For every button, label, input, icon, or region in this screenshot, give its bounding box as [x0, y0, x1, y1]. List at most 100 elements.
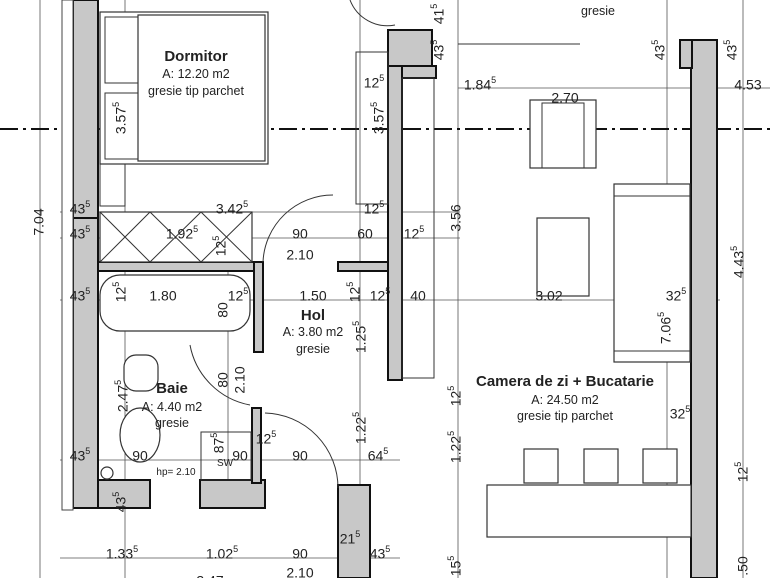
dimension-label: 7.065: [656, 312, 673, 344]
dimension-label: 2.70: [551, 90, 578, 106]
dimension-label: 2.475: [113, 380, 130, 412]
dimension-label: 1.255: [351, 321, 368, 353]
dimension-label: 875: [209, 433, 226, 454]
dimension-label: 7.04: [31, 208, 47, 235]
dimension-label: 90: [292, 448, 308, 464]
dimension-label: 125: [228, 286, 249, 303]
dimension-label: 4.53: [734, 77, 761, 93]
dimension-label: 60: [357, 226, 373, 242]
door-bedroom: [262, 194, 334, 263]
closet: [99, 211, 253, 263]
dimension-label: 435: [650, 40, 667, 61]
bed: [99, 11, 269, 165]
room-area-living: A: 24.50 m2: [531, 393, 598, 407]
hallway-cabinet: [401, 77, 435, 379]
dimension-label: 80: [215, 372, 231, 388]
dimension-label: .50: [735, 556, 751, 576]
dimension-label: 4.435: [729, 246, 746, 278]
dimension-label: 1.80: [149, 288, 176, 304]
wardrobe: [99, 163, 126, 207]
dimension-label: 125: [111, 282, 128, 303]
dimension-label: 3.02: [535, 288, 562, 304]
walls: [61, 0, 718, 578]
dimension-labels: 415 435 435 435 1.845 4.53 2.70 125 3.575 3.575 12…: [31, 4, 762, 578]
room-floor-hol: gresie: [296, 342, 330, 356]
dimension-label: 325: [670, 404, 691, 421]
dimension-label: 1.225: [446, 431, 463, 463]
dimension-label: 155: [446, 556, 463, 577]
door-bathroom: [189, 344, 251, 406]
dimension-label: 435: [111, 492, 128, 513]
height-note: hp= 2.10: [156, 467, 196, 478]
dimension-label: 90: [132, 448, 148, 464]
dimension-label: 435: [70, 286, 91, 303]
dimension-label: 3.575: [369, 102, 386, 134]
dimension-label: 125: [733, 462, 750, 483]
dimension-label: 435: [370, 544, 391, 561]
bathtub: [99, 274, 251, 332]
dimension-label: 125: [446, 386, 463, 407]
dimension-label: 125: [211, 236, 228, 257]
sink: [119, 407, 161, 463]
room-area-hol: A: 3.80 m2: [283, 325, 343, 339]
kitchen-counter: [486, 484, 692, 538]
door-entrance: [264, 412, 339, 489]
dimension-label: 3.47: [196, 573, 223, 578]
dimension-label: 415: [429, 4, 446, 25]
dimension-label: 325: [666, 286, 687, 303]
dimension-label: 125: [370, 286, 391, 303]
room-name-living: Camera de zi + Bucatarie: [476, 373, 654, 390]
room-floor-living: gresie tip parchet: [517, 409, 613, 423]
dimension-label: 1.335: [106, 544, 138, 561]
door-top: [349, 0, 396, 27]
dimension-label: 215: [340, 529, 361, 546]
room-floor-baie: gresie: [155, 416, 189, 430]
dimension-label: 125: [345, 282, 362, 303]
dimension-label: 90: [232, 448, 248, 464]
dimension-label: 3.425: [216, 199, 248, 216]
dimension-label: 1.925: [166, 224, 198, 241]
insulation-hatch: [61, 0, 74, 511]
washing-machine: [200, 431, 252, 481]
dimension-label: 80: [215, 302, 231, 318]
bar-stool: [523, 448, 559, 484]
dimension-label: 435: [70, 199, 91, 216]
bar-stool: [642, 448, 678, 484]
dimension-label: 1.845: [464, 75, 496, 92]
dimension-label: 125: [364, 73, 385, 90]
dimension-label: 1.025: [206, 544, 238, 561]
room-name-hol: Hol: [301, 307, 325, 324]
room-area-baie: A: 4.40 m2: [142, 400, 202, 414]
dimension-label: 435: [70, 446, 91, 463]
dimension-label: 1.225: [351, 412, 368, 444]
dimension-label: 435: [429, 40, 446, 61]
dimension-label: 125: [364, 199, 385, 216]
sofa: [613, 183, 691, 363]
dimension-label: 435: [70, 224, 91, 241]
dimension-label: 125: [404, 224, 425, 241]
room-floor-dormitor: gresie tip parchet: [148, 84, 244, 98]
room-name-baie: Baie: [156, 380, 188, 397]
dimension-label: 2.10: [286, 565, 313, 578]
tv-unit: [355, 51, 389, 205]
dimension-label: 40: [410, 288, 426, 304]
dimension-label: 2.10: [232, 366, 248, 393]
dimension-label: 90: [292, 546, 308, 562]
sw-label: SW: [217, 458, 234, 469]
room-name-dormitor: Dormitor: [164, 48, 227, 65]
dimension-label: 435: [722, 40, 739, 61]
room-floor-label: gresie: [581, 4, 615, 18]
dimension-label: 1.50: [299, 288, 326, 304]
dimension-label: 90: [292, 226, 308, 242]
coffee-table: [536, 217, 590, 297]
armchair: [529, 99, 597, 169]
drain: [100, 466, 114, 480]
dimension-label: 125: [256, 429, 277, 446]
room-area-dormitor: A: 12.20 m2: [162, 67, 229, 81]
dimension-label: 3.575: [111, 102, 128, 134]
toilet: [123, 354, 159, 392]
bar-stool: [583, 448, 619, 484]
dimension-label: 3.56: [448, 204, 464, 231]
dimension-label: 645: [368, 446, 389, 463]
